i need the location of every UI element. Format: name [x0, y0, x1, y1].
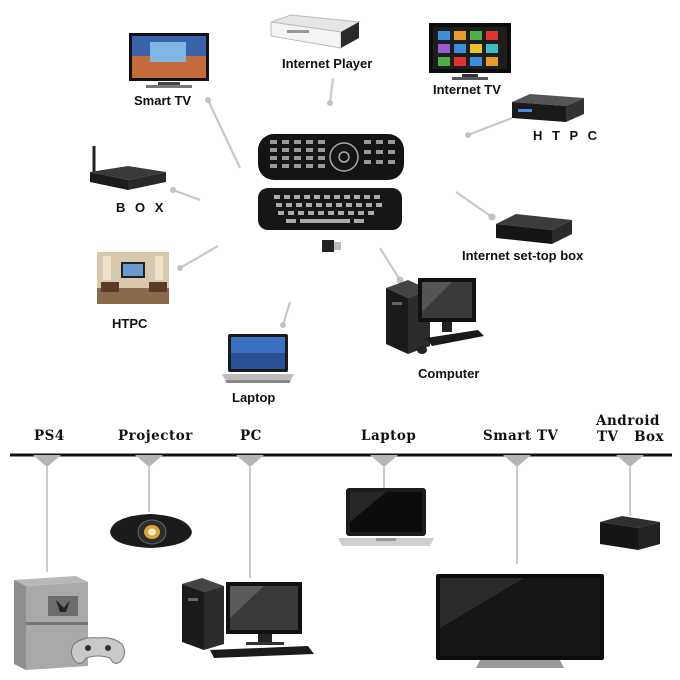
smart-tv-icon	[129, 33, 209, 88]
label-laptop-bottom: Laptop	[361, 428, 417, 444]
label-smart-tv-bottom: Smart TV	[483, 428, 559, 444]
usb-receiver-icon	[322, 240, 341, 252]
pc-desktop-icon	[182, 578, 314, 658]
remote-keyboard-icon[interactable]	[256, 186, 404, 232]
projector-icon	[110, 514, 192, 548]
internet-player-icon	[270, 14, 361, 49]
internet-tv-icon	[429, 23, 511, 80]
label-internet-settop-box: Internet set-top box	[462, 248, 584, 263]
label-htpc-right: H T P C	[533, 128, 600, 143]
label-computer: Computer	[418, 366, 480, 381]
computer-icon	[386, 278, 484, 354]
laptop-icon-top	[222, 334, 294, 383]
air-mouse-remote-icon[interactable]	[256, 132, 406, 182]
label-internet-tv: Internet TV	[433, 82, 501, 97]
label-htpc-left: HTPC	[112, 316, 148, 331]
label-android-line1: Android	[596, 413, 660, 429]
htpc-icon	[512, 94, 584, 122]
htpc-room-image	[97, 252, 169, 304]
smart-tv-bottom-icon	[436, 574, 604, 668]
label-internet-player: Internet Player	[282, 56, 373, 71]
label-ps4: PS4	[34, 428, 65, 444]
label-laptop-top: Laptop	[232, 390, 276, 405]
label-projector: Projector	[118, 428, 193, 444]
label-android-line2: TV Box	[597, 429, 665, 445]
label-box: B O X	[116, 200, 167, 215]
top-connector-lines	[170, 77, 513, 328]
label-pc: PC	[240, 428, 262, 444]
internet-settop-box-icon	[496, 214, 572, 244]
label-smart-tv-top: Smart TV	[134, 93, 192, 108]
android-tv-box-icon	[600, 516, 660, 550]
tv-box-icon	[90, 146, 166, 190]
laptop-icon-bottom	[338, 488, 434, 546]
bottom-bus-line	[10, 453, 672, 578]
ps4-console-icon	[14, 576, 126, 670]
